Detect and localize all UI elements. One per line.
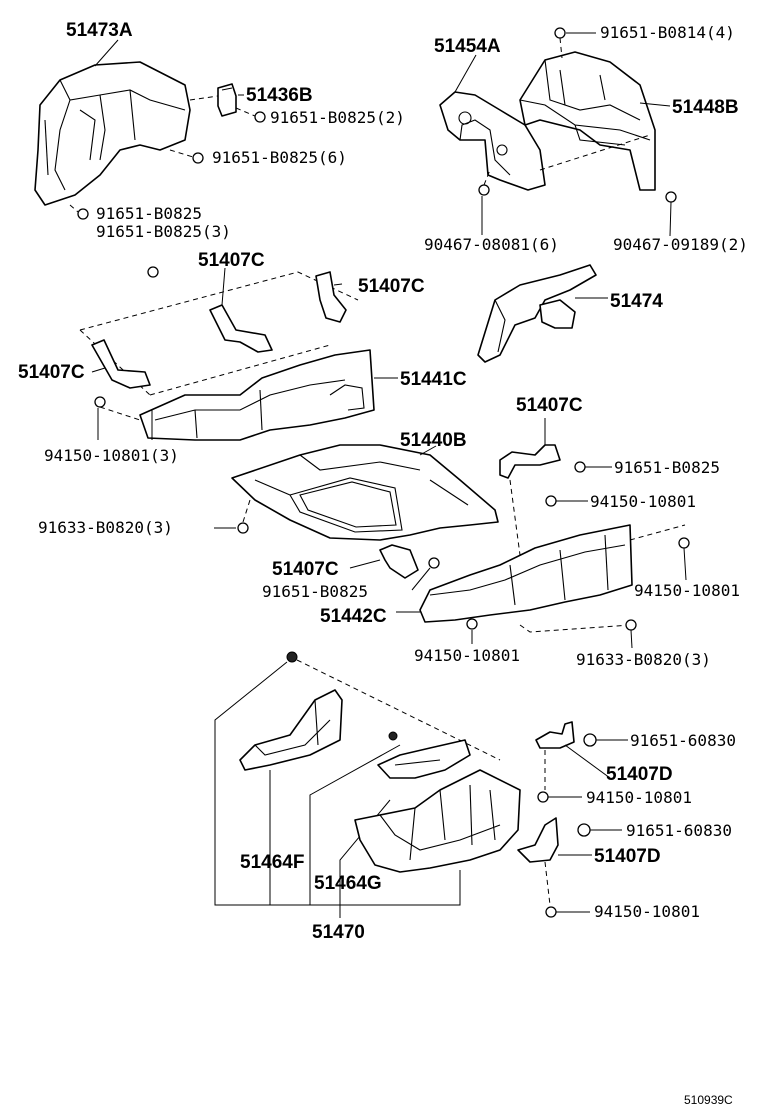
label-51442C: 51442C xyxy=(320,606,387,627)
label-51448B: 51448B xyxy=(672,97,739,118)
label-94150-10801-3: 94150-10801(3) xyxy=(44,446,179,465)
label-51470: 51470 xyxy=(312,922,365,943)
label-51407C-b: 51407C xyxy=(358,276,425,297)
diagram-code: 510939C xyxy=(684,1093,733,1107)
label-91651-60830-a: 91651-60830 xyxy=(630,731,736,750)
label-91651-B0825-a: 91651-B0825 xyxy=(96,204,202,223)
label-91633-B0820-3b: 91633-B0820(3) xyxy=(576,650,711,669)
part-51470-drawing xyxy=(354,769,521,873)
label-91633-B0820-3a: 91633-B0820(3) xyxy=(38,518,173,537)
nut-icon xyxy=(545,495,557,507)
bolt-icon xyxy=(577,823,591,837)
bolt-icon xyxy=(478,184,490,196)
part-51440B-drawing xyxy=(231,444,499,541)
part-51454A-drawing xyxy=(439,91,546,191)
label-51440B: 51440B xyxy=(400,430,467,451)
label-51464G: 51464G xyxy=(314,873,382,894)
label-91651-B0825-3: 91651-B0825(3) xyxy=(96,222,231,241)
clip-icon xyxy=(388,731,398,741)
clip-icon xyxy=(286,651,298,663)
part-51474-drawing xyxy=(477,264,597,363)
label-91651-B0825-2: 91651-B0825(2) xyxy=(270,108,405,127)
part-51464F-drawing xyxy=(239,689,343,771)
label-51407D-a: 51407D xyxy=(606,764,673,785)
label-94150-10801-b: 94150-10801 xyxy=(634,581,740,600)
label-94150-10801-d: 94150-10801 xyxy=(586,788,692,807)
part-51407C-bracket-drawing xyxy=(91,271,347,389)
label-91651-B0825-6: 91651-B0825(6) xyxy=(212,148,347,167)
bolt-icon xyxy=(428,557,440,569)
label-91651-B0814-4: 91651-B0814(4) xyxy=(600,23,735,42)
nut-icon xyxy=(466,618,478,630)
part-51407D-upper-drawing xyxy=(535,721,575,749)
nut-icon xyxy=(94,396,106,408)
label-94150-10801-e: 94150-10801 xyxy=(594,902,700,921)
label-90467-08081-6: 90467-08081(6) xyxy=(424,235,559,254)
label-51454A: 51454A xyxy=(434,36,501,57)
part-51407C-right-bracket-drawing xyxy=(499,444,561,479)
nut-icon xyxy=(545,906,557,918)
label-51464F: 51464F xyxy=(240,852,304,873)
bolt-icon xyxy=(665,191,677,203)
label-51407C-c: 51407C xyxy=(18,362,85,383)
part-51448B-drawing xyxy=(519,51,656,191)
label-51436B: 51436B xyxy=(246,85,313,106)
bolt-icon xyxy=(625,619,637,631)
label-51407C-e: 51407C xyxy=(272,559,339,580)
bolt-icon xyxy=(237,522,249,534)
fastener-icon xyxy=(77,111,266,278)
bolt-icon xyxy=(574,461,586,473)
part-51407C-lower-bracket-drawing xyxy=(379,544,419,579)
label-91651-60830-b: 91651-60830 xyxy=(626,821,732,840)
label-51441C: 51441C xyxy=(400,369,467,390)
part-51441C-drawing xyxy=(139,349,375,441)
label-51407C-d: 51407C xyxy=(516,395,583,416)
part-51407D-lower-drawing xyxy=(517,817,559,863)
part-51464G-drawing xyxy=(377,739,471,779)
label-51407C-a: 51407C xyxy=(198,250,265,271)
part-51442C-drawing xyxy=(419,524,633,623)
label-51474: 51474 xyxy=(610,291,663,312)
bolt-icon xyxy=(554,27,566,39)
label-51407D-b: 51407D xyxy=(594,846,661,867)
part-51436B-drawing xyxy=(217,83,237,117)
label-94150-10801-c: 94150-10801 xyxy=(414,646,520,665)
nut-icon xyxy=(537,791,549,803)
part-51473A-drawing xyxy=(34,61,191,206)
nut-icon xyxy=(678,537,690,549)
bolt-icon xyxy=(583,733,597,747)
label-90467-09189-2: 90467-09189(2) xyxy=(613,235,748,254)
label-51473A: 51473A xyxy=(66,20,133,41)
label-91651-B0825-b: 91651-B0825 xyxy=(614,458,720,477)
label-91651-B0825-c: 91651-B0825 xyxy=(262,582,368,601)
label-94150-10801-a: 94150-10801 xyxy=(590,492,696,511)
